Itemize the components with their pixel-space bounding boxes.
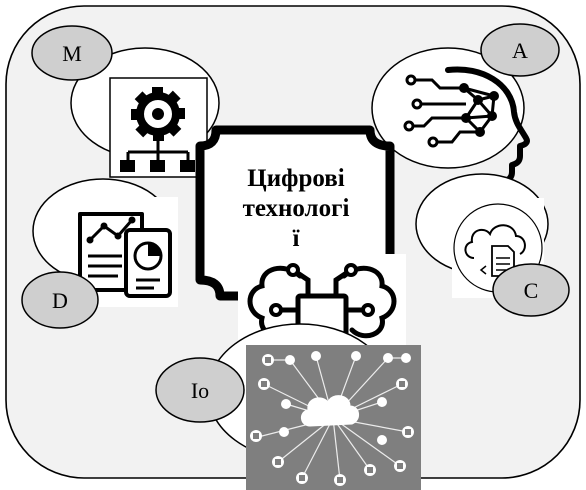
node-m-label: M [62,41,82,66]
document-analytics-icon [68,197,178,307]
node-io-label: Io [191,378,209,403]
node-m-label-bubble [31,25,113,81]
node-io: Io [155,323,421,490]
node-d: D [21,178,178,329]
ai-head-circuit-icon [403,66,530,199]
node-a: A [371,23,560,199]
node-c-label: C [524,278,539,303]
node-c: C [415,173,570,317]
gear-org-chart-icon [109,77,208,178]
node-d-label: D [52,288,68,313]
node-a-label: A [512,38,528,63]
node-a-label-bubble [480,23,560,77]
center-title-line-2: технологі [243,195,350,222]
node-d-label-bubble [21,271,99,329]
iot-cloud-network-icon [246,345,421,490]
node-c-label-bubble [492,263,570,317]
node-io-label-bubble [155,357,245,423]
center-title-line-1: Цифрові [247,165,344,192]
node-m: M [31,25,220,178]
center-title-line-3: ї [293,225,301,252]
